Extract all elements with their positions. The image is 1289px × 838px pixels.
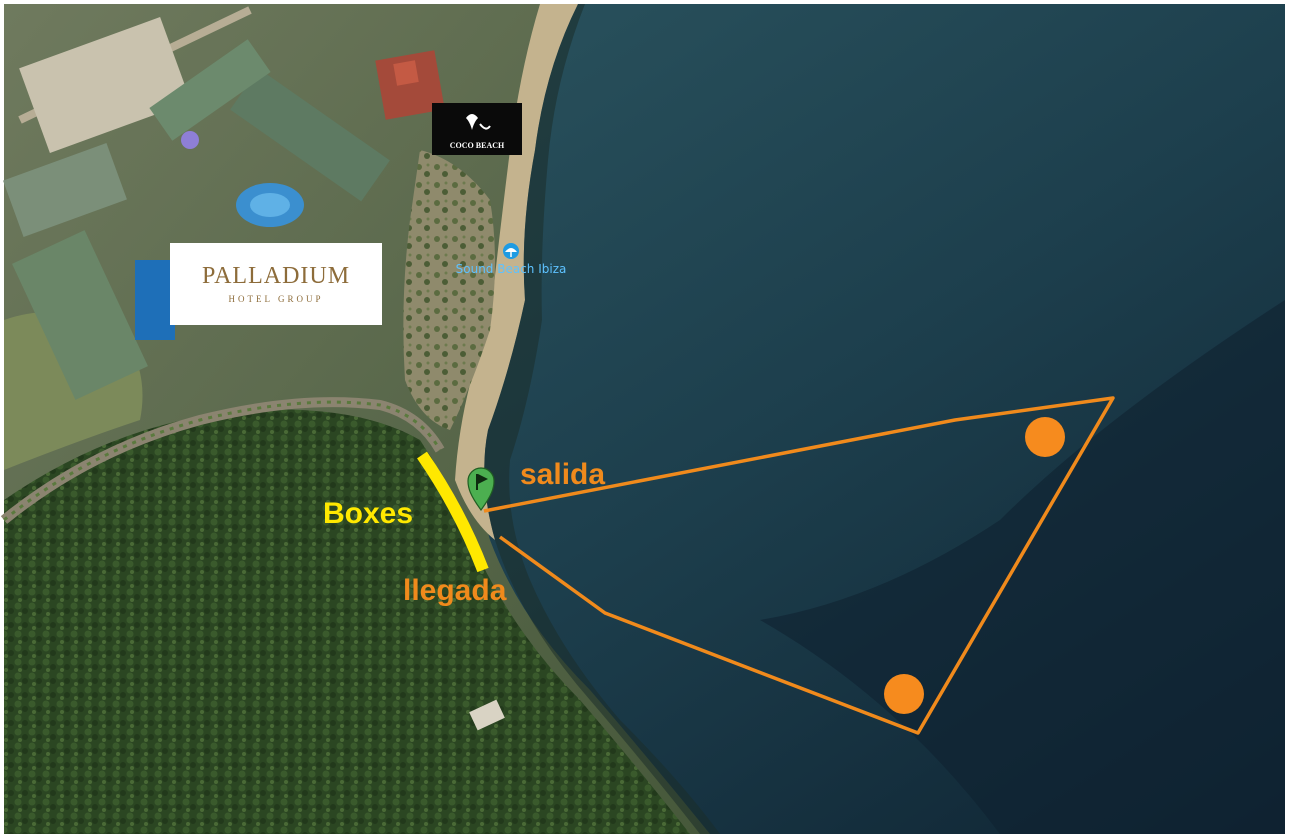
beach-strip [455, 4, 578, 540]
rocky-shore [484, 4, 720, 834]
forest-area [4, 409, 690, 834]
start-label: salida [520, 458, 605, 491]
finish-label: llegada [403, 574, 507, 607]
sound-beach-poi[interactable]: Sound Beach Ibiza [456, 243, 567, 276]
palladium-logo: PALLADIUM HOTEL GROUP [170, 243, 382, 325]
coco-beach-text: COCO BEACH [450, 141, 505, 150]
boxes-area [417, 451, 489, 573]
race-route [483, 396, 1115, 735]
coastal-building [469, 699, 505, 731]
sound-beach-label: Sound Beach Ibiza [456, 262, 567, 276]
palladium-subtext: HOTEL GROUP [229, 294, 324, 304]
beach-umbrella-icon [503, 243, 519, 259]
boxes-label: Boxes [323, 497, 413, 530]
flag-marker-icon[interactable] [467, 467, 495, 512]
road-trees [3, 400, 442, 522]
buoy-top [1025, 417, 1065, 457]
dune-scrub [403, 150, 495, 430]
coco-beach-logo: COCO BEACH [432, 103, 522, 155]
hotel-complex [3, 17, 445, 400]
buoy-bottom [884, 674, 924, 714]
palladium-text: PALLADIUM [202, 263, 350, 289]
